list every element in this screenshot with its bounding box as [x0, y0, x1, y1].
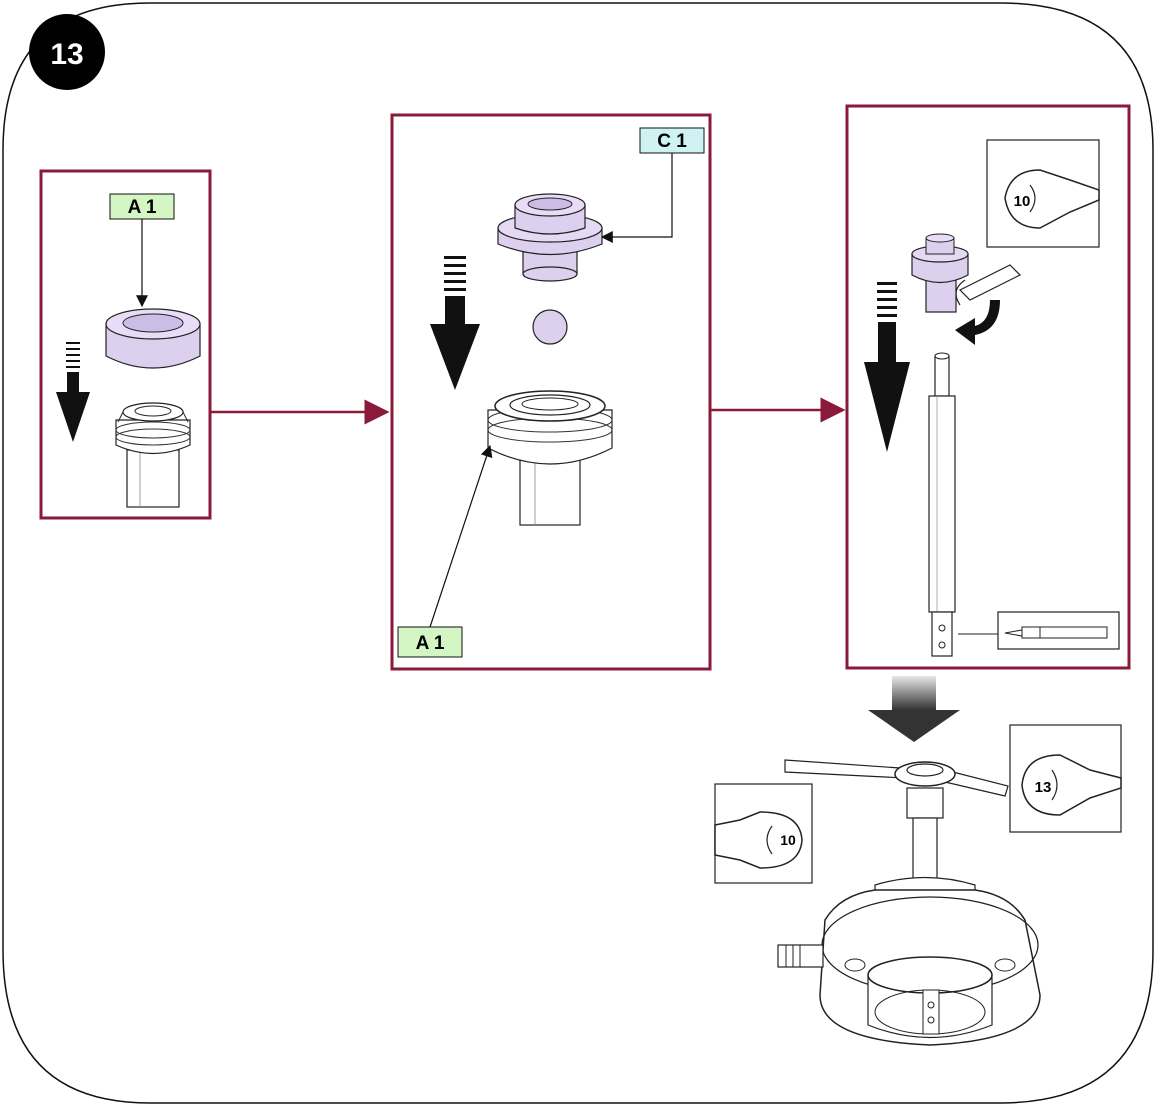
- rotate-arrow-icon: [955, 300, 1000, 345]
- wrench-10-inset: 10: [986, 139, 1100, 248]
- label-c1: C 1: [657, 131, 687, 152]
- down-arrow-gray-icon: [868, 676, 960, 742]
- panel-1: A 1: [39, 169, 212, 520]
- seal-ring-a1: [105, 308, 201, 369]
- label-a1-left: A 1: [128, 197, 157, 218]
- valve-body: [115, 402, 191, 508]
- final-assembly: [777, 759, 1041, 1046]
- wrench-size-top-right: 10: [1014, 193, 1031, 210]
- wrench-10-inset-bottom: 10: [714, 783, 813, 884]
- shaft-rod: [928, 352, 956, 657]
- panel-2: C 1: [390, 113, 712, 671]
- fitting-assembly: [911, 233, 1022, 313]
- wrench-size-bottom-left: 10: [780, 832, 796, 848]
- label-a1-middle: A 1: [416, 633, 445, 654]
- valve-body-a1: [487, 390, 613, 526]
- pin-tool-inset: [997, 611, 1120, 650]
- check-ball: [532, 309, 568, 345]
- wrench-13-inset: 13: [1009, 724, 1122, 833]
- down-arrow-icon: [56, 342, 90, 442]
- down-arrow-icon: [430, 256, 480, 390]
- down-arrow-icon: [864, 282, 910, 452]
- step-badge: 13: [29, 14, 105, 90]
- wrench-size-bottom-right: 13: [1035, 779, 1052, 796]
- panel-3: 10: [845, 104, 1131, 670]
- step-number: 13: [50, 38, 83, 71]
- fitting-c1: [497, 193, 603, 282]
